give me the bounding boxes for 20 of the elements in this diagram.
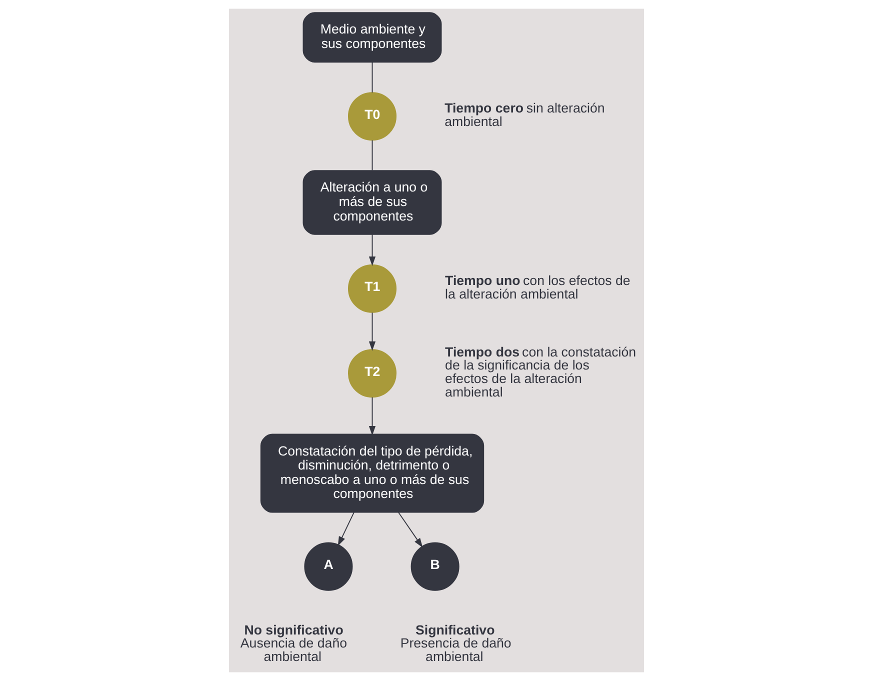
node-label: Significativo xyxy=(416,622,495,638)
arrow xyxy=(398,512,423,548)
connector xyxy=(372,62,373,93)
connector xyxy=(372,140,373,171)
node-label: Tiempo cero sin alteración ambiental xyxy=(444,100,605,130)
node-label: Tiempo dos con la constatación de la significancia de los efectos de la alteración ambiental xyxy=(445,344,636,400)
node-box: Medio ambiente y sus componentes xyxy=(302,12,442,63)
node-circle: B xyxy=(410,542,460,591)
arrow xyxy=(368,234,376,266)
node-box: Constatación del tipo de pérdida, disminución, detrimento o menoscabo a uno o más de sus componentes xyxy=(260,434,484,513)
node-circle: T0 xyxy=(348,92,397,141)
node-circle: A xyxy=(304,542,353,591)
node-label: No significativo xyxy=(244,622,344,638)
arrow xyxy=(368,396,376,436)
node-label: Tiempo uno con los efectos de la alteración ambiental xyxy=(445,273,630,302)
node-circle: T1 xyxy=(348,264,397,313)
arrow xyxy=(338,512,354,546)
arrow xyxy=(368,312,376,351)
node-box: Alteración a uno o más de sus componentes xyxy=(302,170,442,235)
node-circle: T2 xyxy=(348,349,397,398)
